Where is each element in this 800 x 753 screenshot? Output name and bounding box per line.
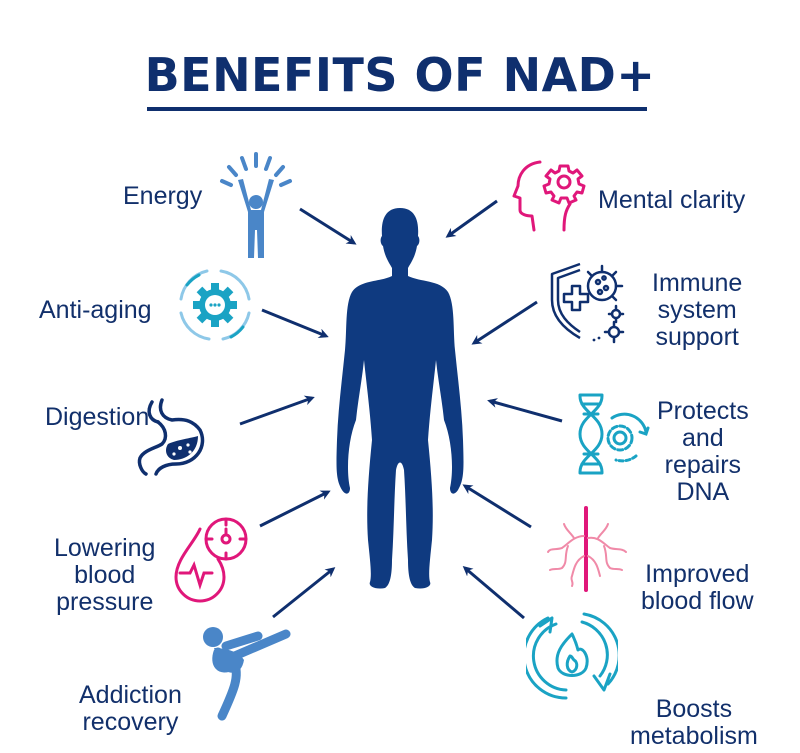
stomach-icon (137, 398, 205, 476)
label-line: Immune (652, 269, 743, 297)
arrow-dna (487, 398, 563, 423)
benefit-label-immune: Immune system support (652, 270, 742, 351)
arrow-metabolism (462, 566, 525, 620)
arrow-addiction (272, 567, 336, 619)
flame-cycle-icon (526, 612, 618, 700)
benefit-label-anti-aging: Anti-aging (39, 296, 152, 324)
shield-virus-icon (550, 262, 625, 344)
benefit-label-addiction: Addiction recovery (79, 682, 182, 736)
label-line: Boosts (655, 695, 733, 723)
label-line: blood (74, 561, 136, 589)
page-title: BENEFITS OF NAD+ (144, 48, 656, 102)
label-line: support (655, 323, 739, 351)
arrow-blood-pressure (259, 490, 331, 528)
arrow-anti-aging (261, 308, 329, 338)
title-underline (147, 107, 647, 111)
label-line: repairs (664, 451, 742, 479)
benefit-label-metabolism: Boosts metabolism (630, 696, 758, 750)
blood-drop-gauge-icon (174, 517, 248, 603)
label-line: recovery (82, 708, 179, 736)
benefit-label-blood-flow: Improved blood flow (641, 561, 754, 615)
benefit-label-dna: Protects and repairs DNA (657, 398, 749, 506)
arrow-blood-flow (462, 484, 532, 529)
raised-arms-person-icon (220, 152, 292, 258)
benefit-label-blood-pressure: Lowering blood pressure (54, 535, 155, 616)
arrow-energy (299, 207, 357, 245)
label-line: Lowering (54, 534, 156, 562)
arrow-mental-clarity (445, 199, 498, 238)
head-gear-icon (512, 160, 586, 232)
label-line: Protects (657, 397, 749, 425)
label-line: metabolism (630, 722, 758, 750)
arrow-immune (471, 300, 538, 345)
label-line: Addiction (79, 681, 182, 709)
blood-vessel-icon (547, 506, 627, 592)
label-line: DNA (676, 478, 730, 506)
label-line: system (657, 296, 737, 324)
benefit-label-energy: Energy (123, 182, 203, 210)
benefit-label-mental-clarity: Mental clarity (598, 186, 746, 214)
arrow-digestion (239, 395, 315, 426)
benefit-label-digestion: Digestion (45, 403, 150, 431)
label-line: and (681, 424, 724, 452)
dna-gear-icon (578, 393, 650, 475)
label-line: blood flow (641, 587, 754, 615)
kicking-person-icon (203, 627, 291, 721)
label-line: Improved (645, 560, 750, 588)
gear-cycle-icon (179, 269, 251, 341)
label-line: pressure (56, 588, 154, 616)
